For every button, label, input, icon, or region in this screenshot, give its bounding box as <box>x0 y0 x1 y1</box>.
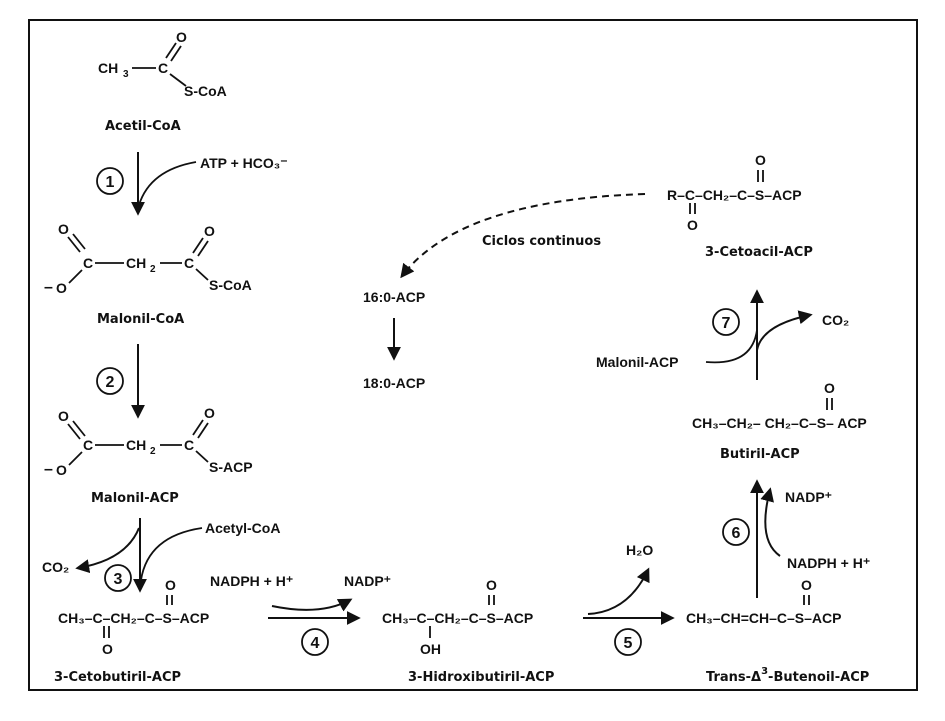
atp-curve <box>138 161 197 206</box>
cetobutiril-upper-o: O <box>165 577 176 593</box>
mcoa-o-top: O <box>58 221 69 237</box>
cetobutiril-formula: CH₃–C–CH₂–C–S–ACP <box>58 610 209 626</box>
butiril-formula: CH₃–CH₂– CH₂–C–S– ACP <box>692 415 867 431</box>
cetoacil-upper-o: O <box>755 152 766 168</box>
cetoacil-formula: R–C–CH₂–C–S–ACP <box>667 187 802 203</box>
macp-sub2: 2 <box>150 446 156 457</box>
step3-circle <box>104 564 132 592</box>
macp-o-right: O <box>204 405 215 421</box>
step6-number: 6 <box>732 525 741 542</box>
step1-number: 1 <box>106 174 115 191</box>
step3-number: 3 <box>114 571 123 588</box>
malonyl-coa-label: Malonil-CoA <box>97 312 184 327</box>
cetoacil-label: 3-Cetoacil-ACP <box>705 245 813 260</box>
macp-c2: C <box>184 437 194 453</box>
mcoa-minus: – <box>44 279 53 296</box>
mcoa-o-right: O <box>204 223 215 239</box>
cetoacil-lower-o: O <box>687 217 698 233</box>
macp-ch: CH <box>126 437 146 453</box>
stearoyl-acp: 18:0-ACP <box>363 375 425 391</box>
co2-right-arrow <box>756 310 813 351</box>
h2o-label: H₂O <box>626 542 653 558</box>
step7-circle <box>712 308 740 336</box>
step4-circle <box>301 628 329 656</box>
step1-circle <box>96 167 124 195</box>
cetobutiril-lower-o: O <box>102 641 113 657</box>
palmitoyl-acp: 16:0-ACP <box>363 289 425 305</box>
malonil-acp2-curve <box>705 329 758 364</box>
mcoa-sub2: 2 <box>150 264 156 275</box>
h2o-curve <box>587 567 650 615</box>
butiril-upper-o: O <box>824 380 835 396</box>
step7-number: 7 <box>722 315 731 332</box>
malonil-acp2-label: Malonil-ACP <box>596 354 678 370</box>
acetyl-coa2-label: Acetyl-CoA <box>205 520 280 536</box>
nadph1-label: NADPH + H⁺ <box>210 573 293 589</box>
frame-border <box>28 19 918 691</box>
malonyl-acp-structure: O – O C CH 2 C O S-ACP <box>44 405 253 478</box>
step5-circle <box>614 628 642 656</box>
acetyl-c: C <box>158 60 168 76</box>
butenoil-formula: CH₃–CH=CH–C–S–ACP <box>686 610 841 626</box>
acetyl-o: O <box>176 29 187 45</box>
step4-number: 4 <box>311 635 320 652</box>
co2-right-label: CO₂ <box>822 312 849 328</box>
hidroxi-lower-oh: OH <box>420 641 441 657</box>
macp-minus: – <box>44 461 53 478</box>
atp-label: ATP + HCO₃⁻ <box>200 155 288 171</box>
step2-circle <box>96 367 124 395</box>
macp-o-top: O <box>58 408 69 424</box>
nadp2-label: NADP⁺ <box>785 489 832 505</box>
macp-c1: C <box>83 437 93 453</box>
acetyl-sub3: 3 <box>123 69 129 80</box>
macp-o-bottom: O <box>56 462 67 478</box>
mcoa-c1: C <box>83 255 93 271</box>
butenoil-label: Trans-Δ3-Butenoil-ACP <box>706 666 869 685</box>
malonyl-coa-structure: O – O C CH 2 C O S-CoA <box>44 221 252 296</box>
mcoa-ch: CH <box>126 255 146 271</box>
co2-left-arrow <box>75 527 140 574</box>
macp-sacp: S-ACP <box>209 459 253 475</box>
hidroxi-formula: CH₃–C–CH₂–C–S–ACP <box>382 610 533 626</box>
step5-number: 5 <box>624 635 633 652</box>
butiril-label: Butiril-ACP <box>720 447 800 462</box>
hidroxi-label: 3-Hidroxibutiril-ACP <box>408 670 554 685</box>
ciclos-label: Ciclos continuos <box>482 234 601 249</box>
nadp1-curve <box>271 598 353 612</box>
mcoa-c2: C <box>184 255 194 271</box>
nadph2-label: NADPH + H⁺ <box>787 555 870 571</box>
co2-left-label: CO₂ <box>42 559 69 575</box>
nadp1-label: NADP⁺ <box>344 573 391 589</box>
acetyl-scoa: S-CoA <box>184 83 227 99</box>
mcoa-scoa: S-CoA <box>209 277 252 293</box>
mcoa-o-bottom: O <box>56 280 67 296</box>
acetyl-coa-label: Acetil-CoA <box>105 119 181 134</box>
cetobutiril-label: 3-Cetobutiril-ACP <box>54 670 181 685</box>
malonyl-acp-label: Malonil-ACP <box>91 491 179 506</box>
step6-circle <box>722 518 750 546</box>
nadp2-curve <box>760 487 781 557</box>
acetyl-ch: CH <box>98 60 118 76</box>
step2-number: 2 <box>106 374 115 391</box>
hidroxi-upper-o: O <box>486 577 497 593</box>
acetyl-coa-structure: CH 3 C O S-CoA <box>98 29 227 99</box>
acetyl-coa2-curve <box>140 527 203 581</box>
butenoil-upper-o: O <box>801 577 812 593</box>
